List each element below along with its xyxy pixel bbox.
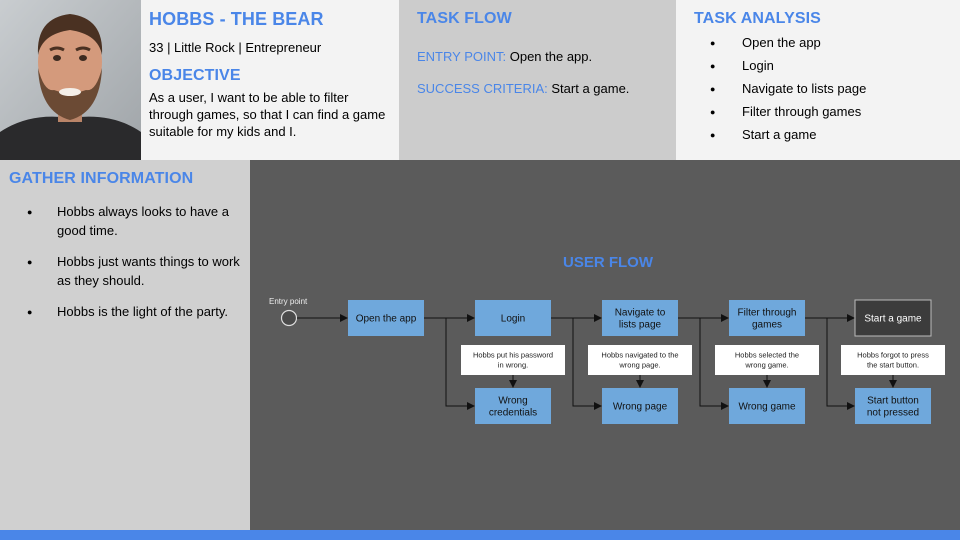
flow-step-box <box>348 300 424 336</box>
flow-step-label: lists page <box>619 320 662 331</box>
flow-error-label: Wrong <box>498 396 527 407</box>
flow-error-label: credentials <box>489 408 537 419</box>
flow-error-connector <box>572 318 602 410</box>
flow-step-label: Filter through <box>738 308 797 319</box>
gather-information-title: GATHER INFORMATION <box>9 170 194 187</box>
flow-error-box <box>475 388 551 424</box>
flow-note-text: Hobbs navigated to the <box>601 351 678 360</box>
flow-step-box <box>602 300 678 336</box>
flow-note-box <box>841 345 945 375</box>
flow-step-label: Open the app <box>356 314 417 325</box>
task-flow-panel: TASK FLOW ENTRY POINT: Open the app. SUC… <box>399 0 676 160</box>
flow-note-box <box>715 345 819 375</box>
task-analysis-item: Navigate to lists page <box>694 80 942 103</box>
flow-error-box <box>855 388 931 424</box>
task-analysis-item: Filter through games <box>694 103 942 126</box>
flow-note-text: Hobbs put his password <box>473 351 553 360</box>
persona-photo <box>0 0 141 160</box>
flow-step-box <box>854 299 932 337</box>
flow-error-label: Wrong page <box>613 402 668 413</box>
task-analysis-panel: TASK ANALYSIS Open the app Login Navigat… <box>676 0 960 160</box>
task-flow-title: TASK FLOW <box>417 10 512 27</box>
flow-error-label: Start button <box>867 396 919 407</box>
task-analysis-item: Open the app <box>694 34 942 57</box>
flow-note-text: Hobbs forgot to press <box>857 351 929 360</box>
success-criteria-value: Start a game. <box>551 81 630 96</box>
user-flow-title: USER FLOW <box>563 254 654 271</box>
flow-step-label: Start a game <box>864 314 922 325</box>
entry-point-line: ENTRY POINT: Open the app. <box>417 49 658 64</box>
gather-item: Hobbs just wants things to work as they … <box>9 252 241 290</box>
entry-point-node <box>280 309 298 327</box>
user-flow-diagram: USER FLOW Entry point Open the app LoginH… <box>269 254 945 424</box>
flow-error-label: not pressed <box>867 408 919 419</box>
persona-name: HOBBS - THE BEAR <box>149 9 324 29</box>
entry-point-caption: Entry point <box>269 297 308 306</box>
flow-error-connector <box>826 318 855 410</box>
persona-meta: 33 | Little Rock | Entrepreneur <box>149 40 322 55</box>
gather-item: Hobbs always looks to have a good time. <box>9 202 241 240</box>
objective-title: OBJECTIVE <box>149 67 241 84</box>
flow-step-label: Navigate to <box>615 308 666 319</box>
flow-step-label: games <box>752 320 782 331</box>
gather-item: Hobbs is the light of the party. <box>9 302 241 322</box>
gather-information-list: Hobbs always looks to have a good time. … <box>9 202 241 322</box>
success-criteria-label: SUCCESS CRITERIA: <box>417 81 548 96</box>
flow-note-box <box>588 345 692 375</box>
flow-note-text: the start button. <box>867 361 919 370</box>
task-analysis-title: TASK ANALYSIS <box>694 10 821 27</box>
flow-step-box <box>729 300 805 336</box>
flow-step-label: Login <box>501 314 525 325</box>
entry-point-label: ENTRY POINT: <box>417 49 507 64</box>
flow-note-text: Hobbs selected the <box>735 351 799 360</box>
flow-step-box <box>475 300 551 336</box>
flow-error-box <box>602 388 678 424</box>
flow-error-connector <box>445 318 475 410</box>
flow-note-text: wrong game. <box>744 361 788 370</box>
flow-error-label: Wrong game <box>738 402 796 413</box>
task-analysis-item: Login <box>694 57 942 80</box>
flow-note-text: in wrong. <box>498 361 528 370</box>
success-criteria-line: SUCCESS CRITERIA: Start a game. <box>417 81 658 96</box>
objective-text: As a user, I want to be able to filter t… <box>149 90 386 139</box>
bottom-accent-bar <box>0 530 960 540</box>
flow-error-connector <box>699 318 729 410</box>
flow-note-text: wrong page. <box>618 361 660 370</box>
persona-avatar-illustration <box>0 0 141 160</box>
flow-note-box <box>461 345 565 375</box>
persona-panel: HOBBS - THE BEAR 33 | Little Rock | Entr… <box>141 0 399 160</box>
gather-information-panel: GATHER INFORMATION Hobbs always looks to… <box>0 160 250 530</box>
task-analysis-list: Open the app Login Navigate to lists pag… <box>694 34 942 149</box>
task-analysis-item: Start a game <box>694 126 942 149</box>
flow-error-box <box>729 388 805 424</box>
entry-point-value: Open the app. <box>509 49 593 64</box>
